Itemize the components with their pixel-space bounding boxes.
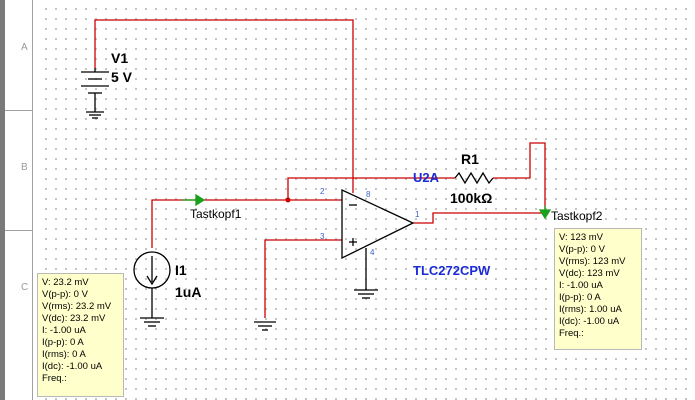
probe2-reading: I(rms): 1.00 uA (559, 304, 622, 315)
probe2-reading: I: -1.00 uA (559, 280, 603, 291)
i1-value-label[interactable]: 1uA (175, 284, 202, 300)
wire-feedback-left (287, 177, 455, 200)
v1-value-label[interactable]: 5 V (111, 69, 133, 85)
probe1-reading: Freq.: (42, 373, 67, 384)
pin-inverting-number: 2 (320, 187, 325, 196)
probe1-name[interactable]: Tastkopf1 (190, 207, 242, 221)
u2a-part-label[interactable]: TLC272CPW (413, 263, 491, 278)
probe2-name[interactable]: Tastkopf2 (551, 209, 603, 223)
probe2-reading: V(rms): 123 mV (559, 256, 626, 267)
probe1-reading: I(rms): 0 A (42, 349, 86, 360)
probe1-reading: I(dc): -1.00 uA (42, 361, 103, 372)
u2a-ref-label[interactable]: U2A (413, 170, 440, 185)
sheet-border: A B C (0, 0, 36, 400)
wire-feedback-right (493, 142, 546, 210)
row-separator (5, 230, 33, 231)
pin-supply-number: 8 (366, 190, 371, 199)
r1-ref-label[interactable]: R1 (461, 151, 479, 167)
probe1-reading: V(p-p): 0 V (42, 289, 88, 300)
row-label-a: A (21, 42, 28, 53)
v1-ref-label[interactable]: V1 (111, 50, 129, 66)
pin-ground-number: 4 (370, 248, 375, 257)
pin-output-number: 1 (415, 210, 420, 219)
row-label-c: C (21, 282, 29, 293)
row-separator (5, 110, 33, 111)
resistor-r1 (454, 171, 494, 185)
pin-noninverting-number: 3 (320, 232, 325, 241)
sheet-border-line (32, 0, 33, 400)
probe1-reading: I: -1.00 uA (42, 325, 86, 336)
probe-markers (182, 193, 552, 220)
wire-inverting-input (151, 199, 342, 248)
opamp-body (341, 188, 415, 260)
r1-value-label[interactable]: 100kΩ (450, 190, 493, 206)
wires (94, 19, 548, 318)
probe2-reading: I(dc): -1.00 uA (559, 316, 620, 327)
battery-v1 (81, 68, 109, 119)
probe2-reading: I(p-p): 0 A (559, 292, 601, 303)
probe1-reading: V: 23.2 mV (42, 277, 89, 288)
symbols (81, 68, 494, 331)
wire-output (413, 212, 548, 224)
junction-dot (285, 197, 291, 203)
probe1-reading: I(p-p): 0 A (42, 337, 84, 348)
probe2-reading: V(p-p): 0 V (559, 244, 605, 255)
probe1-reading: V(dc): 23.2 mV (42, 313, 106, 324)
i1-ref-label[interactable]: I1 (175, 262, 187, 278)
probe2-readout[interactable]: V: 123 mV V(p-p): 0 V V(rms): 123 mV V(d… (554, 228, 642, 350)
row-label-b: B (21, 162, 28, 173)
wire-v1-to-opamp-supply (94, 19, 354, 193)
probe2-reading: V(dc): 123 mV (559, 268, 620, 279)
probe2-reading: Freq.: (559, 328, 584, 339)
probe1-reading: V(rms): 23.2 mV (42, 301, 112, 312)
probe1-readout[interactable]: V: 23.2 mV V(p-p): 0 V V(rms): 23.2 mV V… (37, 273, 124, 397)
probe2-reading: V: 123 mV (559, 232, 604, 243)
wire-noninverting-input (264, 239, 342, 318)
sheet-border-bar (0, 0, 5, 400)
